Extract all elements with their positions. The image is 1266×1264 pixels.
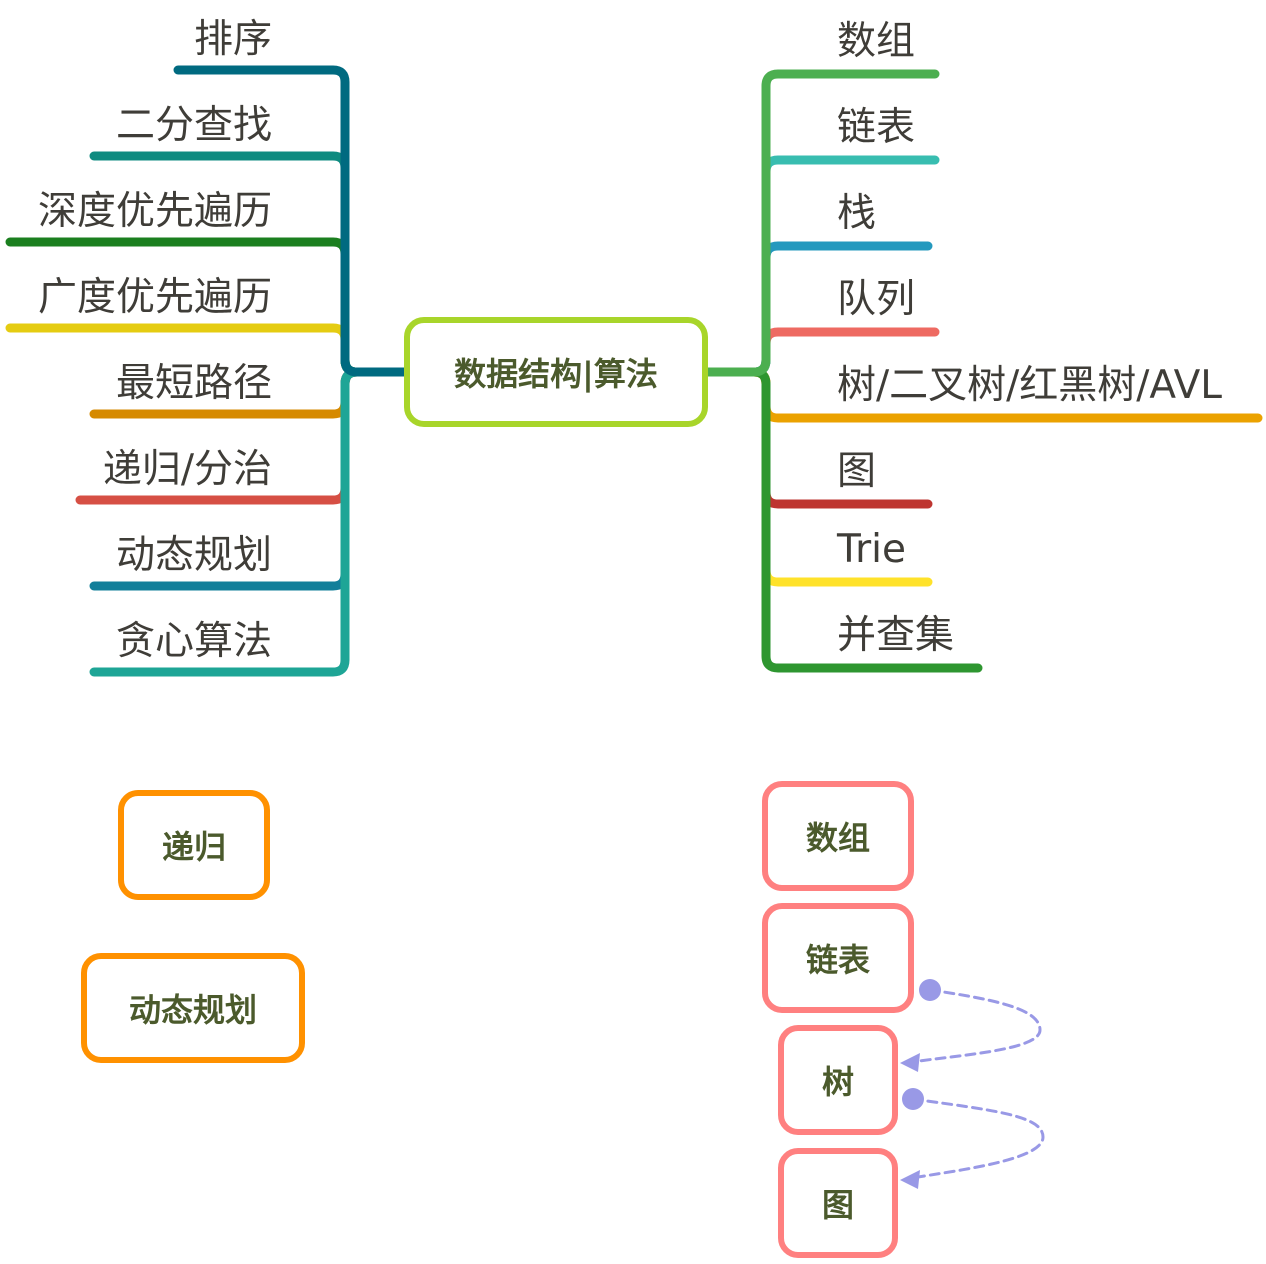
floating-topic-dynamic-programming[interactable]: 动态规划 xyxy=(81,953,305,1063)
branch-line-left xyxy=(173,65,409,377)
left-topic-3[interactable]: 广度优先遍历 xyxy=(37,275,272,320)
left-topic-7[interactable]: 贪心算法 xyxy=(115,619,272,664)
left-topic-5[interactable]: 递归/分治 xyxy=(102,447,272,492)
left-topic-4[interactable]: 最短路径 xyxy=(115,361,272,406)
branch-line-right xyxy=(703,69,940,377)
floating-topic-tree[interactable]: 树 xyxy=(778,1025,898,1135)
branch-line-right xyxy=(703,155,940,377)
relationship-arrowhead-icon xyxy=(900,1053,920,1072)
right-topic-7[interactable]: 并查集 xyxy=(837,613,955,658)
relationship-start-dot[interactable] xyxy=(902,1088,924,1110)
relationship-start-dot[interactable] xyxy=(919,979,941,1001)
floating-topic-linked-list[interactable]: 链表 xyxy=(762,903,914,1013)
floating-topic-array[interactable]: 数组 xyxy=(762,781,914,891)
floating-topic-graph[interactable]: 图 xyxy=(778,1148,898,1258)
left-topic-6[interactable]: 动态规划 xyxy=(115,533,272,578)
central-topic[interactable]: 数据结构|算法 xyxy=(404,317,708,427)
left-topic-1[interactable]: 二分查找 xyxy=(115,103,272,148)
relationship-tree-to-graph xyxy=(910,1097,1045,1180)
right-topic-1[interactable]: 链表 xyxy=(837,105,916,150)
left-topic-0[interactable]: 排序 xyxy=(193,17,272,62)
left-topic-2[interactable]: 深度优先遍历 xyxy=(37,189,272,234)
floating-topic-recursion[interactable]: 递归 xyxy=(118,790,270,900)
right-topic-2[interactable]: 栈 xyxy=(837,191,877,236)
right-topic-6[interactable]: Trie xyxy=(837,527,906,572)
relationship-arrowhead-icon xyxy=(900,1170,920,1189)
right-topic-4[interactable]: 树/二叉树/红黑树/AVL xyxy=(837,363,1223,408)
right-topic-0[interactable]: 数组 xyxy=(837,19,916,64)
relationship-linked-list-to-tree xyxy=(910,988,1042,1064)
right-topic-3[interactable]: 队列 xyxy=(837,277,916,322)
right-topic-5[interactable]: 图 xyxy=(837,449,877,494)
